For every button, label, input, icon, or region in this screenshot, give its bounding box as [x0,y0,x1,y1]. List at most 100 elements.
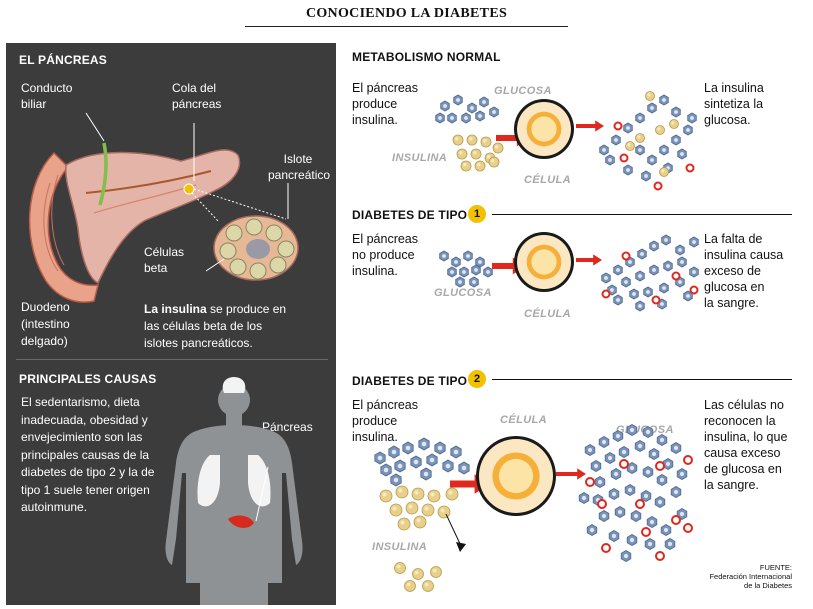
source-note: FUENTE: Federación Internacional de la D… [709,563,792,590]
glucose-core [393,477,399,483]
insulin-highlight [483,139,487,143]
cell-nucleus [531,249,557,275]
glucose-core [405,445,411,451]
glucose-core [626,168,630,172]
label-cola-pancreas: Cola del páncreas [172,81,222,111]
glucose-core [458,280,462,284]
insulin-highlight [661,169,665,173]
insulin-molecule [488,156,500,168]
type2-insulina-label: INSULINA [372,541,428,553]
glucose-core [652,244,656,248]
insulin-highlight [382,492,387,497]
insulin-highlight [487,155,491,159]
glucose-core [454,260,458,264]
red-arrow-head [593,254,602,266]
glucose-core [651,451,657,457]
red-blood-cell [655,461,665,471]
insulin-note: La insulina se produce en las células be… [144,302,287,350]
insulin-highlight [414,570,419,575]
glucose-core [450,270,454,274]
glucose-core [657,499,663,505]
insulin-highlight [424,582,429,587]
glucose-core [629,537,635,543]
insulin-molecule [669,119,679,129]
insulin-molecule [397,517,411,531]
glucose-core [601,513,607,519]
insulin-molecule [395,485,409,499]
glucose-core [607,455,613,461]
insulin-molecule [470,148,482,160]
type1-badge: 1 [468,205,486,223]
glucose-core [623,553,629,559]
glucose-core [613,471,619,477]
insulin-molecule [430,566,442,578]
insulin-molecule [466,134,478,146]
insulin-molecule [460,160,472,172]
red-blood-cell [619,459,629,469]
glucose-core [615,433,621,439]
glucose-core [650,158,654,162]
glucose-core [662,98,666,102]
causes-text: El sedentarismo, dieta inadecuada, obesi… [21,395,155,514]
glucose-core [680,260,684,264]
insulin-molecule [411,487,425,501]
insulin-molecule [655,125,665,135]
glucose-core [678,280,682,284]
insulin-molecule [412,568,424,580]
type1-glucosa-label: GLUCOSA [434,287,492,299]
glucose-core [413,459,419,465]
glucose-core [423,471,429,477]
glucose-core [608,158,612,162]
insulin-highlight [671,121,675,125]
glucose-core [680,152,684,156]
glucose-core [445,463,451,469]
insulin-highlight [627,143,631,147]
glucose-core [640,252,644,256]
glucose-core [627,487,633,493]
insulin-highlight [398,488,403,493]
glucose-core [482,100,486,104]
glucose-core [686,294,690,298]
glucose-core [662,286,666,290]
glucose-core [646,290,650,294]
glucose-core [421,441,427,447]
glucose-core [464,116,468,120]
type1-right-text: La falta de insulina causa exceso de glu… [704,232,784,310]
insulin-highlight [469,137,473,141]
normal-celula-label: CÉLULA [524,174,572,186]
glucose-core [443,104,447,108]
insulin-highlight [491,159,495,163]
red-blood-cell [635,499,645,509]
insulin-highlight [406,582,411,587]
red-blood-cell [585,477,595,487]
bounce-arrow-line [445,513,463,549]
insulin-molecule [405,501,419,515]
glucose-core [679,471,685,477]
glucose-core [581,495,587,501]
red-blood-cell [651,295,661,305]
glucose-core [667,541,673,547]
red-blood-cell [613,121,623,131]
page-title: CONOCIENDO LA DIABETES [305,6,508,21]
glucose-core [478,114,482,118]
type2-left-text: El páncreas produce insulina. [352,398,419,444]
glucose-core [638,148,642,152]
glucose-core [692,240,696,244]
insulin-highlight [657,127,661,131]
glucose-core [690,116,694,120]
glucose-core [593,463,599,469]
glucose-core [673,489,679,495]
glucose-core [610,288,614,292]
red-blood-cell [685,163,695,173]
insulin-molecule [492,142,504,154]
cell-nucleus [498,458,534,494]
insulin-molecule [474,160,486,172]
glucose-core [633,513,639,519]
red-blood-cell [641,527,651,537]
insulin-molecule [404,580,416,592]
insulin-highlight [432,568,437,573]
glucose-core [645,429,651,435]
pancreas-heading: EL PÁNCREAS [19,53,107,67]
insulin-highlight [459,151,463,155]
